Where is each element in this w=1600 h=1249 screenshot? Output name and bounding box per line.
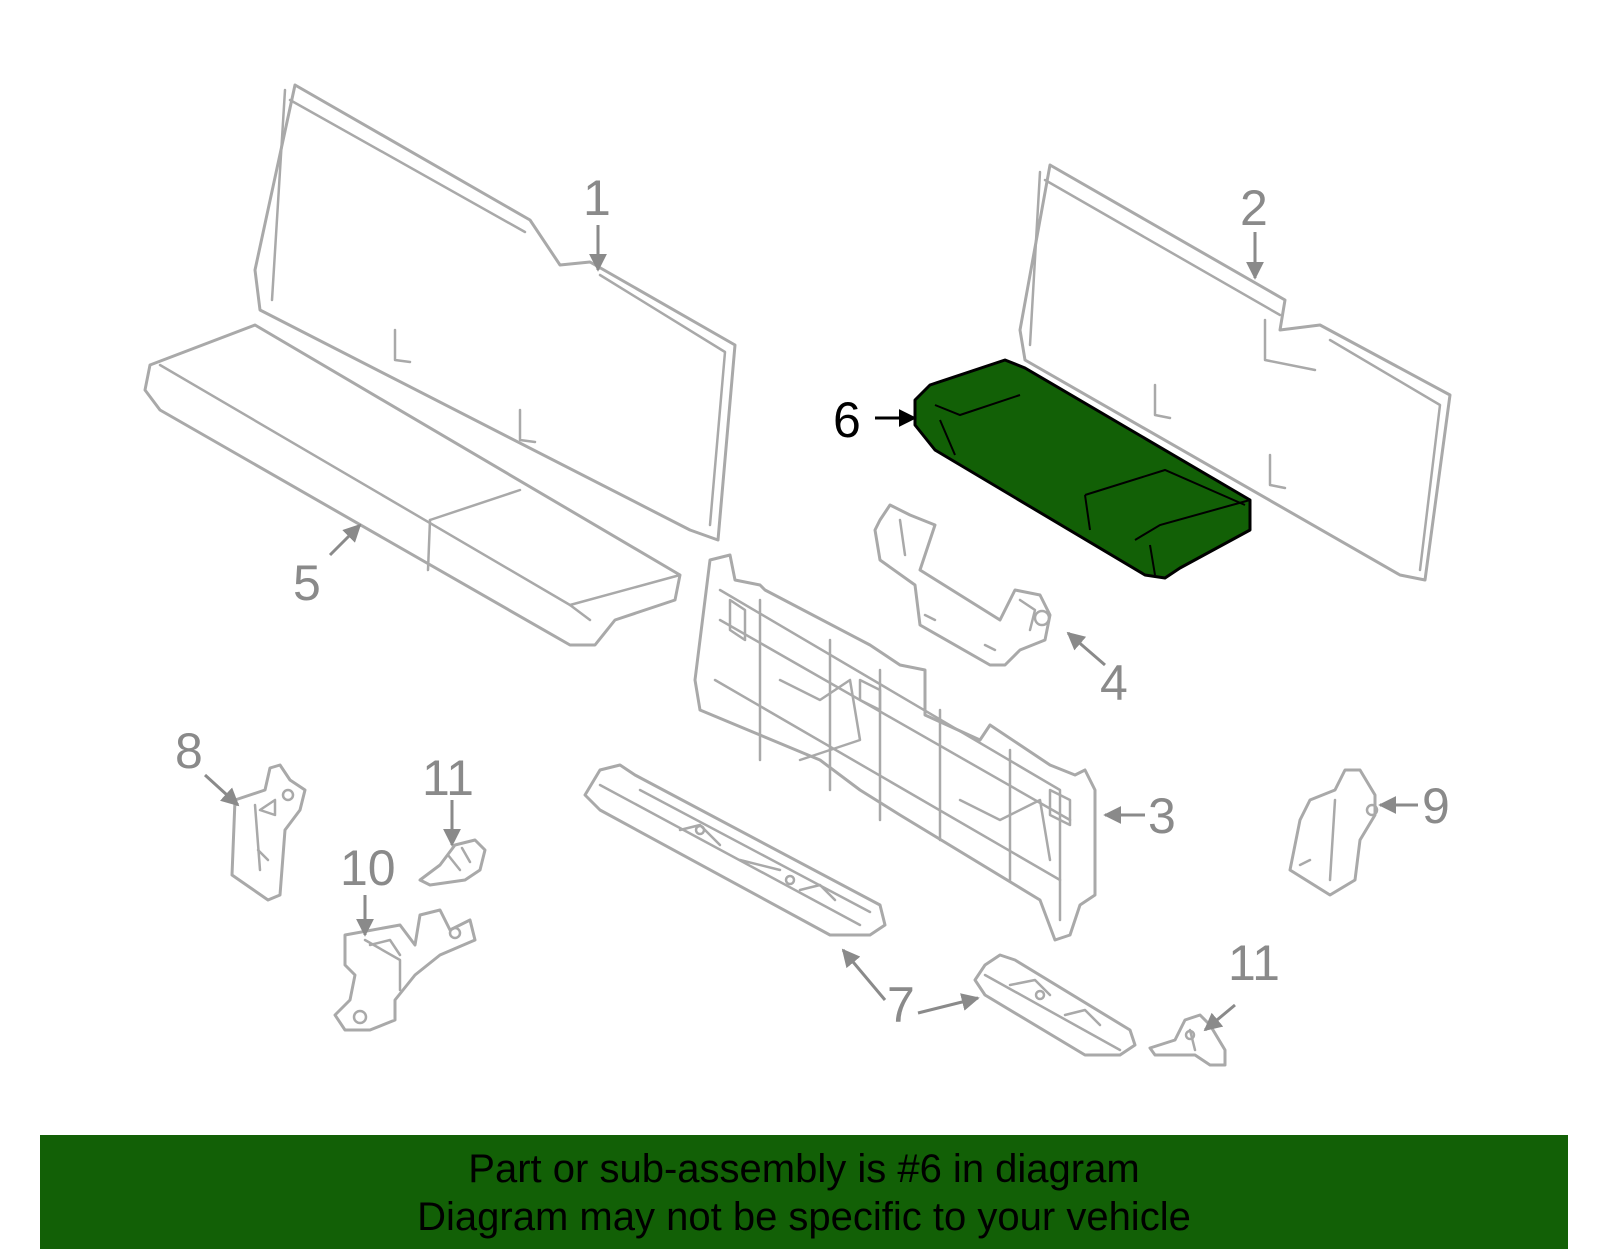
callout-4: 4 xyxy=(1100,655,1128,711)
part-9-bracket xyxy=(1288,768,1379,897)
leader-7b xyxy=(917,993,980,1015)
part-7-left-seat-track xyxy=(583,763,887,937)
info-banner: Part or sub-assembly is #6 in diagram Di… xyxy=(40,1135,1568,1249)
callout-1: 1 xyxy=(583,170,611,226)
banner-line-1: Part or sub-assembly is #6 in diagram xyxy=(468,1147,1140,1191)
leader-8 xyxy=(203,773,240,807)
part-10-bracket xyxy=(333,908,477,1032)
leader-11b xyxy=(1203,1003,1236,1032)
leader-4 xyxy=(1066,631,1106,667)
part-4-bracket xyxy=(873,503,1052,667)
callout-11b: 11 xyxy=(1228,935,1280,991)
callout-7: 7 xyxy=(887,977,915,1033)
part-5-left-seat-cushion xyxy=(143,323,682,647)
callout-9: 9 xyxy=(1422,778,1450,834)
callout-8: 8 xyxy=(175,723,203,779)
leader-5 xyxy=(328,523,362,557)
part-1-left-seat-back xyxy=(253,83,737,542)
part-2-right-seat-back xyxy=(1018,163,1452,582)
callout-6: 6 xyxy=(833,392,861,448)
part-3-seat-frame xyxy=(693,553,1097,942)
callout-10: 10 xyxy=(340,840,396,896)
parts-diagram: 1 2 6 5 4 3 8 9 11 10 7 11 xyxy=(143,83,1452,1067)
callout-3: 3 xyxy=(1148,788,1176,844)
banner-line-2: Diagram may not be specific to your vehi… xyxy=(417,1195,1191,1239)
callout-5: 5 xyxy=(293,555,321,611)
callout-11a: 11 xyxy=(422,750,474,806)
leader-7 xyxy=(841,948,887,1001)
part-7-right-seat-track xyxy=(973,953,1137,1057)
part-8-bracket xyxy=(230,763,307,902)
callout-2: 2 xyxy=(1240,180,1268,236)
part-11-bracket-left xyxy=(418,838,487,887)
